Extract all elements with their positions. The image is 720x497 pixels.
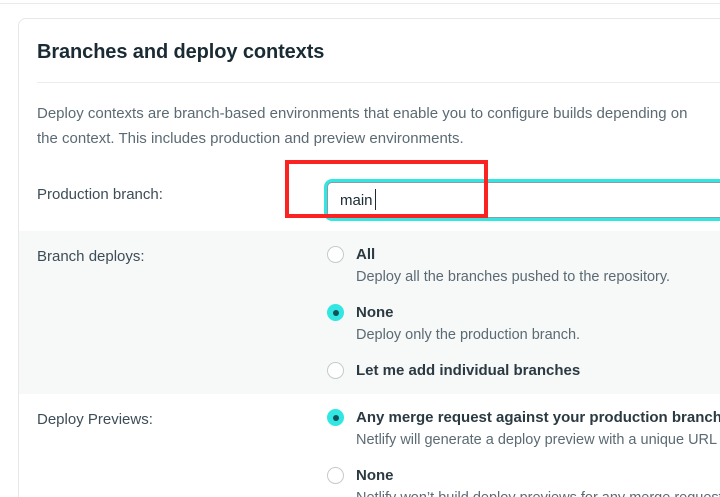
row-deploy-previews: Deploy Previews: Any merge request again… xyxy=(19,394,720,497)
option-body: All Deploy all the branches pushed to th… xyxy=(356,244,670,288)
card-description: Deploy contexts are branch-based environ… xyxy=(37,105,688,147)
page-title: Branches and deploy contexts xyxy=(37,41,325,63)
option-body: Any merge request against your productio… xyxy=(356,407,720,451)
header-divider xyxy=(37,82,720,83)
control-deploy-previews: Any merge request against your productio… xyxy=(327,407,720,497)
option-description: Netlify will generate a deploy preview w… xyxy=(356,432,718,448)
page-top-divider xyxy=(0,3,720,4)
option-deploy-previews-any-merge-request[interactable]: Any merge request against your productio… xyxy=(327,407,720,451)
option-description: Deploy all the branches pushed to the re… xyxy=(356,269,671,285)
radio-icon-checked[interactable] xyxy=(327,304,344,321)
radio-icon-checked[interactable] xyxy=(327,409,344,426)
option-body: Let me add individual branches xyxy=(356,360,580,381)
production-branch-input-wrap xyxy=(327,182,720,218)
card-header: Branches and deploy contexts xyxy=(19,19,720,83)
option-branch-deploys-none[interactable]: None Deploy only the production branch. xyxy=(327,302,720,346)
row-production-branch: Production branch: xyxy=(19,169,720,231)
option-title: All xyxy=(356,246,376,263)
option-title: Any merge request against your productio… xyxy=(356,409,720,426)
radio-icon-unchecked[interactable] xyxy=(327,467,344,484)
option-body: None Netlify won’t build deploy previews… xyxy=(356,465,720,497)
row-branch-deploys: Branch deploys: All Deploy all the branc… xyxy=(19,231,720,394)
option-title: Let me add individual branches xyxy=(356,362,581,379)
option-description: Netlify won’t build deploy previews for … xyxy=(356,487,720,497)
option-branch-deploys-all[interactable]: All Deploy all the branches pushed to th… xyxy=(327,244,720,288)
option-body: None Deploy only the production branch. xyxy=(356,302,580,346)
radio-icon-unchecked[interactable] xyxy=(327,362,344,379)
control-branch-deploys: All Deploy all the branches pushed to th… xyxy=(327,244,720,381)
production-branch-input[interactable] xyxy=(327,182,720,218)
option-title: None xyxy=(356,467,394,484)
label-production-branch: Production branch: xyxy=(37,186,163,203)
option-title: None xyxy=(356,304,394,321)
branches-deploy-contexts-card: Branches and deploy contexts Deploy cont… xyxy=(18,18,720,497)
control-production-branch xyxy=(327,182,720,218)
label-deploy-previews: Deploy Previews: xyxy=(37,411,153,428)
text-caret xyxy=(375,189,376,210)
settings-rows: Production branch: Branch deploys: All xyxy=(19,169,720,497)
label-branch-deploys: Branch deploys: xyxy=(37,248,145,265)
option-deploy-previews-none[interactable]: None Netlify won’t build deploy previews… xyxy=(327,465,720,497)
option-description: Deploy only the production branch. xyxy=(356,327,581,343)
option-branch-deploys-individual[interactable]: Let me add individual branches xyxy=(327,360,720,381)
radio-icon-unchecked[interactable] xyxy=(327,246,344,263)
